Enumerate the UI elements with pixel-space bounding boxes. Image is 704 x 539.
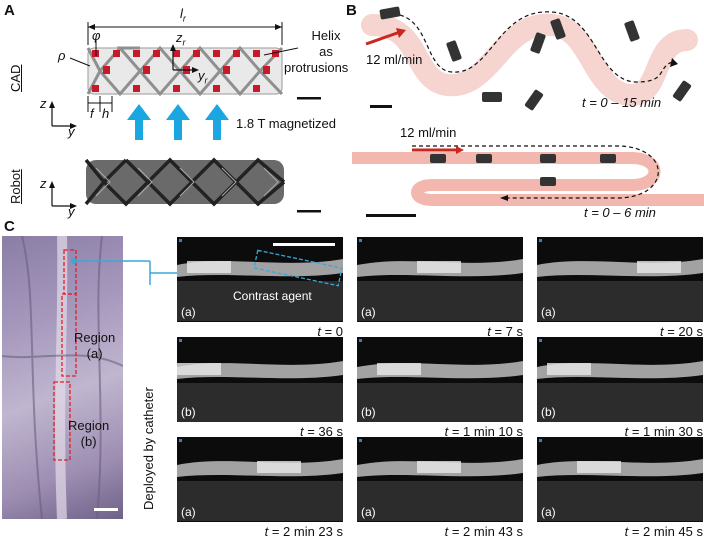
frame-region-tag: (a) bbox=[181, 305, 196, 319]
scale-bar-robot bbox=[297, 210, 321, 213]
helix-note-3: protrusions bbox=[284, 60, 349, 75]
ultrasound-frame: (b) bbox=[537, 337, 703, 422]
frame-time-label: t = 20 s bbox=[659, 324, 703, 339]
ultrasound-frame: (a) bbox=[537, 437, 703, 522]
scale-bar-b-bottom bbox=[366, 214, 416, 217]
helix-note: Helix as bbox=[311, 28, 341, 59]
frame-marker-icon bbox=[179, 439, 182, 442]
region-b-label: Region(b) bbox=[68, 418, 110, 449]
magnetization-arrows bbox=[127, 104, 229, 140]
frame-region-tag: (a) bbox=[541, 505, 556, 519]
frame-region-tag: (b) bbox=[361, 405, 376, 419]
frame-time-label: t = 36 s bbox=[299, 424, 343, 439]
magnet-note: 1.8 T magnetized bbox=[236, 116, 336, 131]
frame-region-tag: (b) bbox=[541, 405, 556, 419]
time-label-top: t = 0 – 15 min bbox=[582, 95, 662, 110]
cad-stent bbox=[86, 45, 284, 97]
ultrasound-frame: (a) bbox=[357, 437, 523, 522]
frame-time-label: t = 2 min 43 s bbox=[444, 524, 523, 539]
panel-a-figure bbox=[49, 22, 321, 213]
frame-time-label: t = 1 min 10 s bbox=[444, 424, 523, 439]
zr-label: zr bbox=[176, 30, 186, 48]
ultrasound-frame: (a) bbox=[357, 237, 523, 322]
frame-time-label: t = 2 min 45 s bbox=[624, 524, 703, 539]
cad-axes bbox=[51, 104, 74, 127]
ultrasound-frame: (b) bbox=[357, 337, 523, 422]
frame-marker-icon bbox=[179, 339, 182, 342]
frame-marker-icon bbox=[359, 239, 362, 242]
scale-bar-b-top bbox=[370, 105, 392, 108]
u-channel bbox=[352, 152, 704, 206]
region-a-label: Region(a) bbox=[74, 330, 116, 361]
yr-label: yr bbox=[198, 68, 208, 86]
deployed-label: Deployed by catheter bbox=[141, 387, 156, 510]
robot-axes bbox=[51, 184, 74, 207]
catheter-pointer bbox=[71, 258, 189, 285]
robot-stent bbox=[84, 157, 286, 207]
frame-marker-icon bbox=[539, 339, 542, 342]
frame-time-label: t = 2 min 23 s bbox=[264, 524, 343, 539]
region-a-box bbox=[61, 293, 77, 377]
scale-bar-c bbox=[94, 508, 118, 511]
robot-y-label: y bbox=[68, 204, 75, 219]
scale-bar-cad bbox=[297, 97, 321, 100]
region-b-box bbox=[53, 381, 71, 461]
cad-label: CAD bbox=[8, 64, 23, 92]
frame-region-tag: (b) bbox=[181, 405, 196, 419]
frame-marker-icon bbox=[359, 439, 362, 442]
tissue-photo: Region(a) Region(b) bbox=[2, 236, 123, 519]
frame-time-label: t = 0 bbox=[317, 324, 343, 339]
flow-label-bottom: 12 ml/min bbox=[400, 125, 457, 140]
path-trace-bottom bbox=[412, 145, 659, 199]
frame-marker-icon bbox=[179, 239, 182, 242]
frame-time-label: t = 7 s bbox=[487, 324, 523, 339]
robot-z-label: z bbox=[40, 176, 47, 191]
frame-region-tag: (a) bbox=[361, 305, 376, 319]
frame-marker-icon bbox=[539, 439, 542, 442]
flow-label-top: 12 ml/min bbox=[366, 52, 423, 67]
f-label: f bbox=[90, 106, 94, 121]
frame-region-tag: (a) bbox=[361, 505, 376, 519]
contrast-agent-label: Contrast agent bbox=[233, 289, 312, 303]
time-label-bottom: t = 0 – 6 min bbox=[584, 205, 656, 220]
ultrasound-frame: (a) bbox=[537, 237, 703, 322]
frame-marker-icon bbox=[359, 339, 362, 342]
rho-label: ρ bbox=[58, 48, 66, 63]
panel-c-letter: C bbox=[4, 218, 15, 235]
panel-b-letter: B bbox=[346, 2, 357, 19]
frame-time-label: t = 1 min 30 s bbox=[624, 424, 703, 439]
ultrasound-frame: (a) Contrast agent bbox=[177, 237, 343, 322]
cad-y-label: y bbox=[68, 124, 75, 139]
frame-marker-icon bbox=[539, 239, 542, 242]
flow-arrow-top bbox=[365, 30, 401, 46]
panel-a-letter: A bbox=[4, 2, 15, 19]
cad-z-label: z bbox=[40, 96, 47, 111]
phi-label: φ bbox=[92, 28, 101, 43]
frame-region-tag: (a) bbox=[541, 305, 556, 319]
ultrasound-frame: (a) bbox=[177, 437, 343, 522]
panel-b-figure bbox=[352, 6, 704, 217]
scale-bar-us bbox=[273, 243, 335, 246]
h-label: h bbox=[102, 106, 110, 121]
ultrasound-frame: (b) bbox=[177, 337, 343, 422]
robot-label: Robot bbox=[8, 169, 23, 204]
frame-region-tag: (a) bbox=[181, 505, 196, 519]
contrast-agent-box bbox=[253, 249, 343, 287]
length-label: lr bbox=[180, 6, 186, 24]
path-trace-top bbox=[385, 11, 673, 83]
